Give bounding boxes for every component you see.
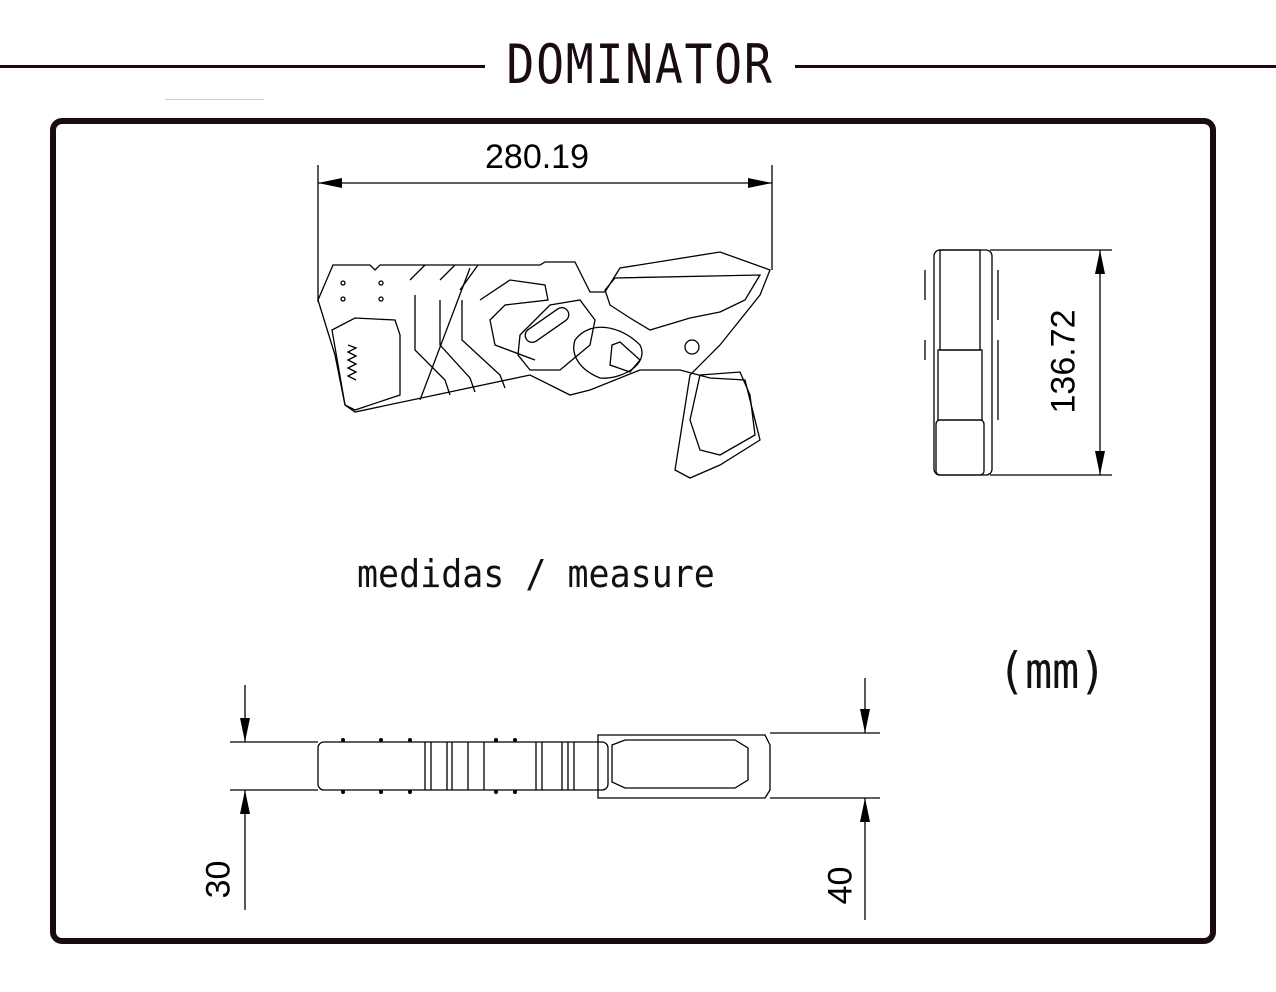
length-label: 280.19 — [485, 138, 589, 176]
gun-front-view — [924, 249, 999, 476]
width-front-label: 40 — [821, 866, 860, 905]
width-rear-dimension — [230, 685, 318, 910]
unit-label: (mm) — [998, 642, 1107, 700]
divider — [165, 99, 264, 100]
width-front-dimension — [770, 678, 880, 920]
length-dimension — [317, 165, 773, 302]
caption: medidas / measure — [357, 552, 715, 596]
drawing-frame — [50, 118, 1216, 944]
gun-top-view — [317, 734, 771, 799]
title-rule-right — [795, 65, 1276, 68]
height-label: 136.72 — [1044, 309, 1083, 414]
gun-side-view — [317, 251, 771, 479]
width-rear-label: 30 — [199, 860, 238, 899]
title-rule-left — [0, 65, 485, 68]
height-dimension — [990, 249, 1112, 476]
page-title: DOMINATOR — [506, 33, 774, 96]
